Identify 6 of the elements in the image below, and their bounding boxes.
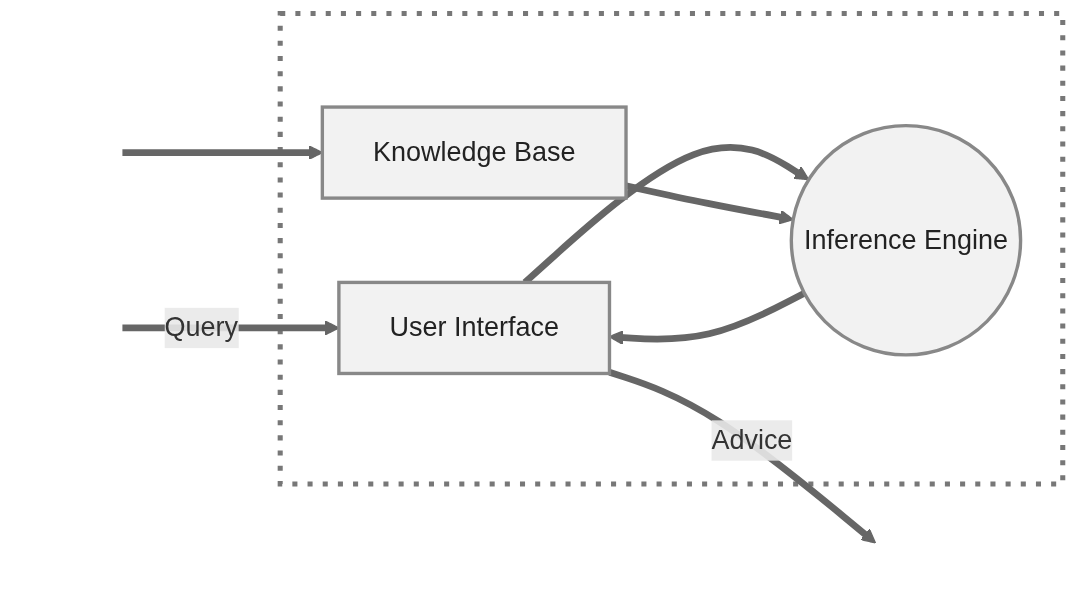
edge-label: Query — [164, 312, 239, 342]
node-box: Knowledge Base — [320, 105, 628, 200]
node-box: User Interface — [337, 280, 612, 376]
node-circle: Inference Engine — [789, 123, 1023, 357]
arrow — [608, 369, 877, 544]
edge-label: Advice — [711, 425, 793, 454]
